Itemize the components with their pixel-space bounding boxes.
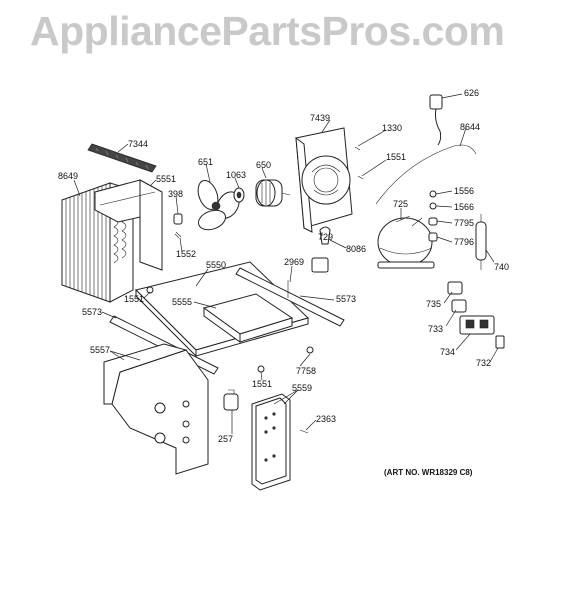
callout-5573-left: 5573 — [82, 307, 102, 317]
callout-5573-right: 5573 — [336, 294, 356, 304]
spacer-7796 — [428, 232, 438, 242]
callout-733: 733 — [428, 324, 443, 334]
overload-735 — [447, 281, 463, 295]
callout-735: 735 — [426, 299, 441, 309]
fan-blade — [197, 180, 240, 231]
grommet-1556 — [429, 190, 437, 198]
control-panel-5559 — [251, 393, 291, 491]
callout-7344: 7344 — [128, 139, 148, 149]
callout-650: 650 — [256, 160, 271, 170]
callout-257: 257 — [218, 434, 233, 444]
filter-drier — [475, 214, 487, 270]
compressor — [377, 215, 435, 269]
screw-7758 — [306, 346, 314, 354]
callout-7439: 7439 — [310, 113, 330, 123]
screw-1551-mid — [146, 286, 154, 294]
art-number: (ART NO. WR18329 C8) — [384, 468, 473, 477]
fan-motor — [255, 179, 291, 207]
callout-1551-low: 1551 — [252, 379, 272, 389]
callout-8649: 8649 — [58, 171, 78, 181]
callout-1552: 1552 — [176, 249, 196, 259]
screw-1330 — [354, 146, 361, 151]
terminal-bracket — [319, 226, 331, 245]
watermark-logo: AppliancePartsPros.com — [30, 8, 505, 54]
power-cord-connector — [429, 94, 443, 146]
callout-1330: 1330 — [382, 123, 402, 133]
callout-729: 729 — [318, 232, 333, 242]
callout-651: 651 — [198, 157, 213, 167]
callout-7795: 7795 — [454, 218, 474, 228]
callout-5559: 5559 — [292, 383, 312, 393]
callout-1556: 1556 — [454, 186, 474, 196]
front-panel — [103, 343, 209, 475]
capacitor-257 — [223, 389, 239, 411]
terminal-cover-734 — [459, 315, 495, 335]
callout-725: 725 — [393, 199, 408, 209]
callout-5551: 5551 — [156, 174, 176, 184]
callout-1063: 1063 — [226, 170, 246, 180]
callout-8086: 8086 — [346, 244, 366, 254]
callout-1551-mid: 1551 — [124, 294, 144, 304]
screw-1551-low — [257, 365, 265, 373]
drip-tray — [202, 293, 294, 343]
callout-labels: 626 8644 7439 1330 1551 7344 651 1063 65… — [58, 88, 509, 477]
callout-7796: 7796 — [454, 237, 474, 247]
condenser-shroud — [94, 179, 163, 271]
callout-2969: 2969 — [284, 257, 304, 267]
callout-5557: 5557 — [90, 345, 110, 355]
callout-1566: 1566 — [454, 202, 474, 212]
screw-1551-top — [357, 175, 364, 180]
clip-1566 — [429, 202, 437, 210]
screw-2363 — [299, 429, 309, 434]
leader-lines — [73, 93, 499, 434]
callout-2363: 2363 — [316, 414, 336, 424]
callout-5550: 5550 — [206, 260, 226, 270]
tubing-8644 — [375, 144, 477, 205]
callout-732: 732 — [476, 358, 491, 368]
callout-1551-top: 1551 — [386, 152, 406, 162]
callout-626: 626 — [464, 88, 479, 98]
rail-5573-right — [235, 267, 345, 327]
callout-8644: 8644 — [460, 122, 480, 132]
foam-strip — [87, 143, 157, 173]
fan-orifice-bracket — [295, 127, 353, 233]
fastener-398 — [173, 213, 183, 225]
callout-7758: 7758 — [296, 366, 316, 376]
callout-398: 398 — [168, 189, 183, 199]
callout-5555: 5555 — [172, 297, 192, 307]
sleeve-7795 — [428, 217, 438, 226]
relay-733 — [451, 299, 467, 313]
callout-734: 734 — [440, 347, 455, 357]
relay-2969 — [311, 257, 329, 273]
callout-740: 740 — [494, 262, 509, 272]
screw-1552 — [174, 231, 182, 239]
clip-732 — [495, 335, 505, 349]
